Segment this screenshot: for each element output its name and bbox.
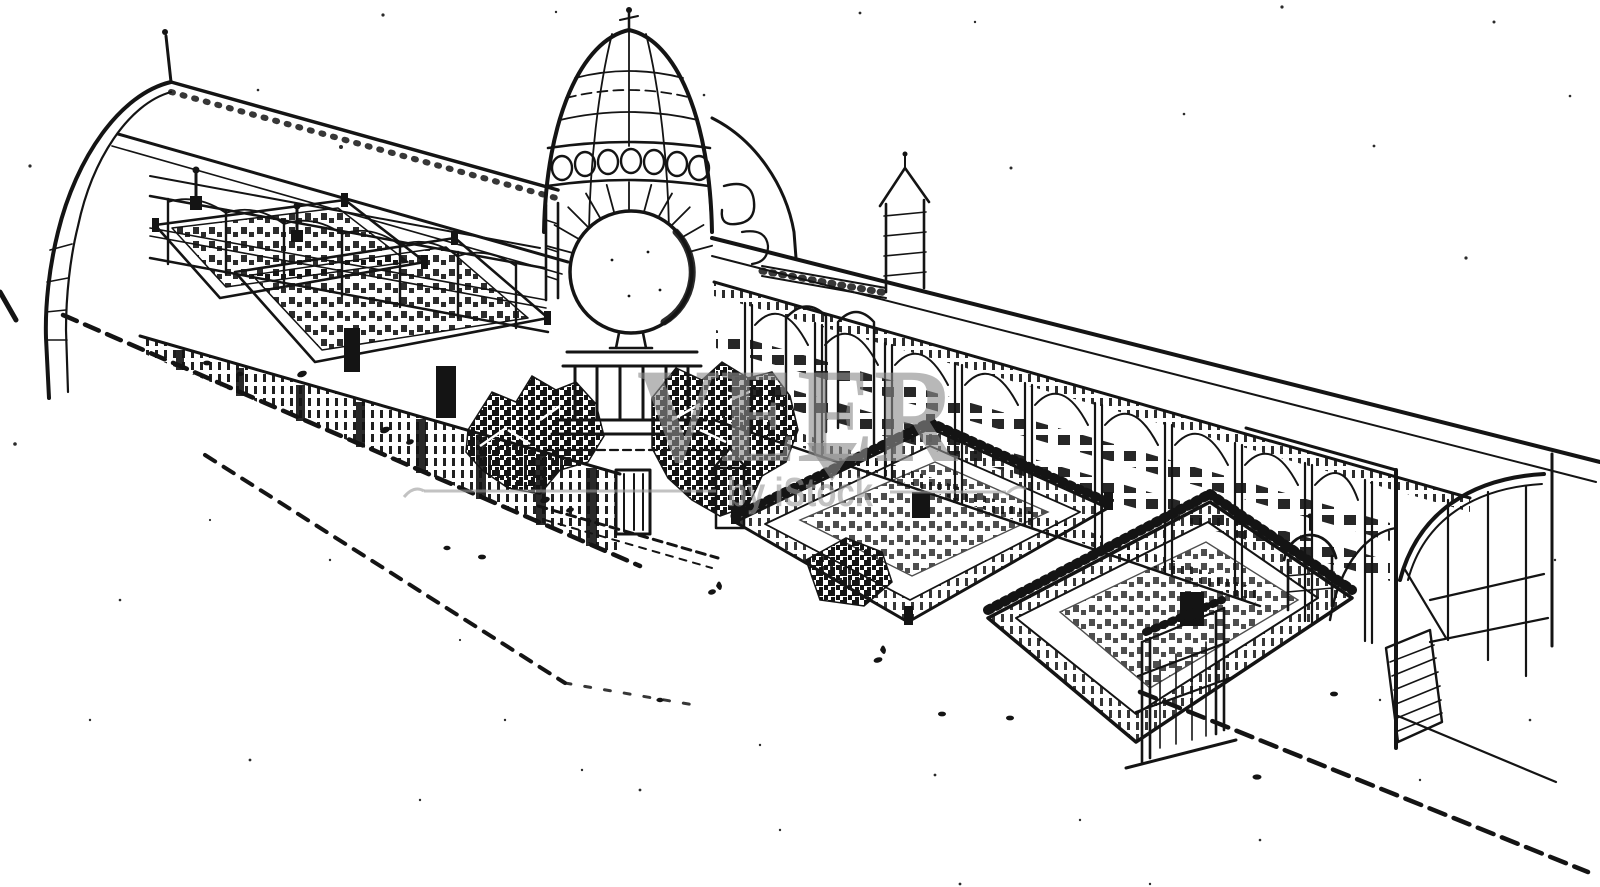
courtyard-1-gate: [712, 446, 748, 530]
pavilion-stairs: [1384, 628, 1444, 744]
hall-courtyards: [152, 193, 551, 364]
watermark-brand-text: VEER: [637, 342, 958, 491]
courtyard-2: [983, 489, 1357, 770]
paper-speckles: [13, 5, 1572, 886]
bay-arches: [754, 312, 1359, 501]
globe-sphere: [568, 209, 696, 335]
watermark-byline-text: by iStock: [727, 469, 873, 515]
rooftop-turret: [758, 151, 931, 299]
dome-ribs: [559, 29, 699, 231]
dome-drum: [542, 140, 714, 234]
courtyard-2-dome-turret: [1282, 513, 1338, 612]
watermark-rule-left-end: [402, 487, 425, 498]
courtyard-2-corner-pavilion: [1124, 596, 1238, 770]
end-pavilion: [1244, 426, 1558, 784]
pavilion-interior: [1396, 484, 1558, 784]
veer-logo-chevron-icon: [807, 443, 857, 481]
watermark: VEER by iStock: [402, 342, 1027, 515]
watermark-rule-right-end: [1004, 485, 1027, 496]
